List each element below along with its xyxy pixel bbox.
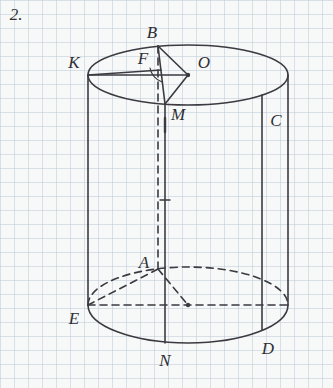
center-dot	[186, 303, 190, 307]
problem-number: 2.	[10, 6, 23, 23]
generatrix	[287, 75, 289, 305]
point-label: B	[147, 24, 157, 41]
bottom-base-front	[88, 305, 288, 343]
generatrix	[87, 75, 89, 305]
point-label: F	[138, 50, 148, 67]
tick-mark	[164, 118, 166, 132]
hidden-generatrix	[157, 46, 159, 269]
point-label: C	[270, 112, 281, 129]
tick-mark	[160, 199, 170, 200]
point-label: A	[139, 254, 149, 271]
point-label: N	[159, 352, 170, 369]
angle-mark	[150, 68, 162, 82]
segment	[88, 70, 161, 75]
point-label: O	[198, 54, 210, 71]
radius	[165, 75, 188, 104]
generatrix	[164, 104, 166, 343]
radius	[158, 46, 188, 75]
chord	[158, 46, 165, 104]
cylinder	[88, 45, 288, 343]
hidden-segment	[88, 269, 158, 305]
bottom-base-back	[88, 267, 288, 305]
hidden-radius	[158, 269, 188, 305]
top-base	[88, 45, 288, 105]
point-label: M	[171, 106, 185, 123]
point-label: E	[69, 310, 79, 327]
center-dot	[186, 73, 190, 77]
generatrix	[261, 95, 263, 330]
point-label: D	[262, 340, 274, 357]
point-label: K	[68, 54, 79, 71]
